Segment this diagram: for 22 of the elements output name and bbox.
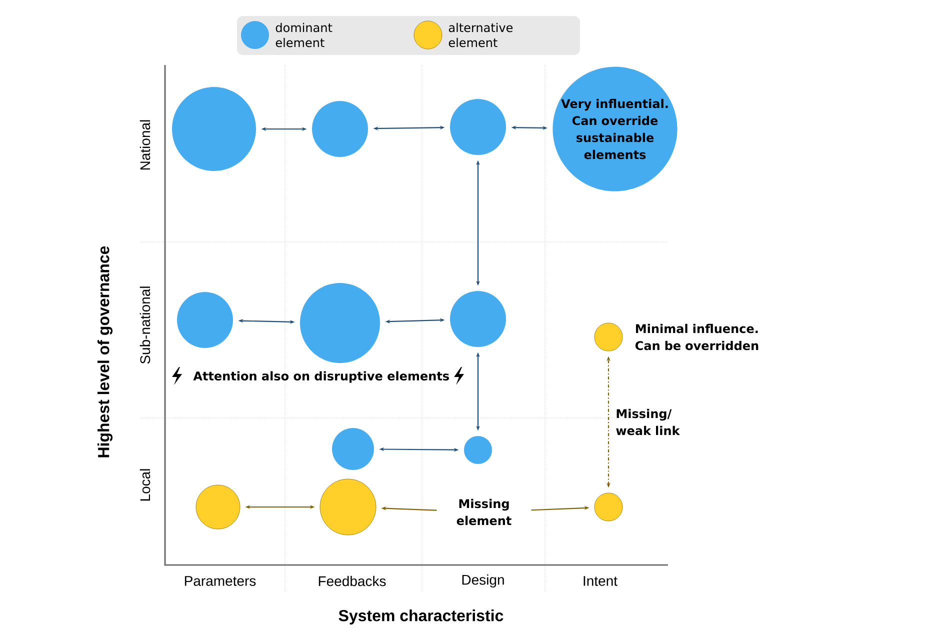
element-circle — [300, 283, 380, 363]
axis-title: Highest level of governance — [98, 246, 112, 458]
element-circle — [594, 492, 623, 522]
element-circle — [320, 478, 376, 536]
edge-label: Missing/ weak link — [616, 408, 680, 436]
element-circle — [594, 322, 623, 352]
legend-label: alternative element — [448, 22, 513, 48]
axis-title: System characteristic — [338, 610, 504, 624]
element-circle — [177, 292, 233, 348]
element-circle — [450, 99, 506, 155]
element-circle — [312, 101, 368, 157]
element-circle — [332, 428, 374, 470]
element-circle — [196, 484, 240, 530]
annotation: Minimal influence. Can be overridden — [636, 324, 758, 350]
column-label: Parameters — [184, 576, 256, 586]
element-circle — [172, 87, 256, 171]
note-text: Attention also on disruptive elements — [193, 371, 449, 383]
column-label: Design — [462, 574, 504, 588]
element-circle — [464, 436, 492, 464]
node-text: Missing element — [456, 498, 512, 526]
element-circle — [450, 291, 506, 347]
legend-label: dominant element — [276, 22, 332, 48]
